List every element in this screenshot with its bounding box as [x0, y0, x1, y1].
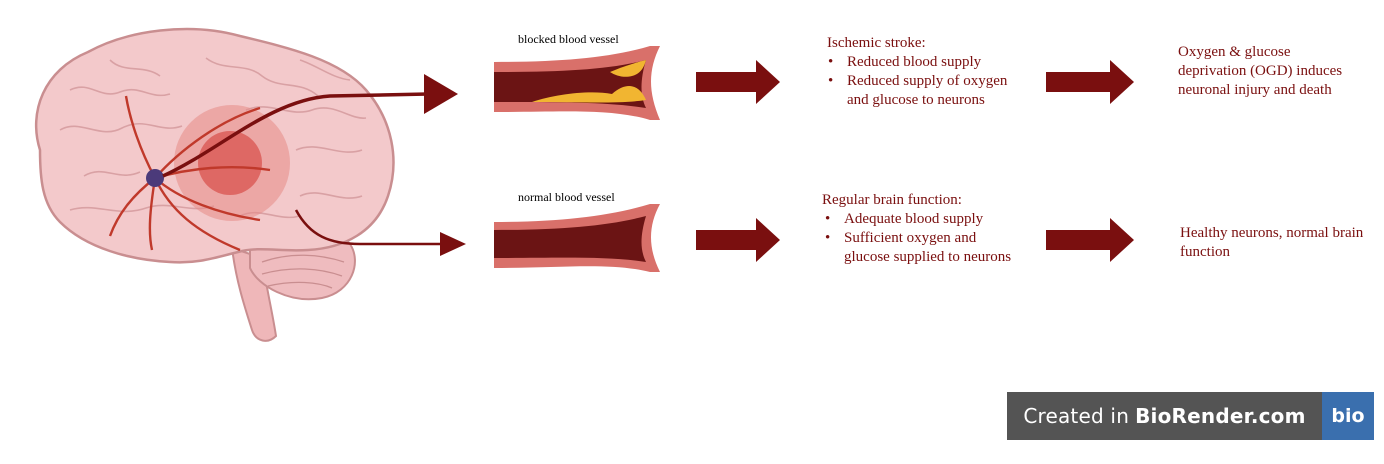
regular-function-list: Adequate blood supply Sufficient oxygen … [822, 210, 1022, 267]
occlusion-point [146, 169, 164, 187]
ogd-outcome: Oxygen & glucose deprivation (OGD) induc… [1178, 44, 1343, 98]
brain-stem [230, 246, 278, 342]
arrow-bottom-1 [696, 218, 780, 262]
list-item: Reduced blood supply [825, 53, 1027, 72]
arrow-top-2 [1046, 60, 1134, 104]
list-item: Adequate blood supply [822, 210, 1022, 229]
ischemic-stroke-list: Reduced blood supply Reduced supply of o… [825, 53, 1027, 110]
connector-arrows [162, 74, 466, 256]
connector-bottom [294, 209, 444, 246]
brain-illustration [35, 27, 395, 342]
plaque-upper [610, 60, 646, 77]
connector-top [162, 92, 429, 178]
watermark-prefix: Created in [1023, 404, 1130, 428]
normal-vessel [494, 204, 660, 272]
list-item: Reduced supply of oxygen and glucose to … [825, 72, 1027, 110]
regular-function-box: Regular brain function: Adequate blood s… [822, 191, 1022, 267]
plaque-lower [532, 86, 646, 103]
blocked-vessel [494, 46, 660, 120]
arrow-bottom-2 [1046, 218, 1134, 262]
ischemic-stroke-title: Ischemic stroke: [827, 35, 926, 51]
healthy-outcome: Healthy neurons, normal brain function [1180, 225, 1364, 260]
ischemic-stroke-box: Ischemic stroke: Reduced blood supply Re… [827, 34, 1027, 110]
biorender-logo-icon: bio [1322, 392, 1374, 440]
watermark-text: Created in BioRender.com [1007, 392, 1322, 440]
blocked-vessel-label: blocked blood vessel [518, 32, 619, 46]
regular-function-title: Regular brain function: [822, 192, 962, 208]
ischemic-core [198, 131, 262, 195]
biorender-watermark: Created in BioRender.com bio [1007, 392, 1374, 440]
normal-vessel-label: normal blood vessel [518, 190, 615, 204]
arrow-top-1 [696, 60, 780, 104]
cerebral-arteries [108, 95, 271, 252]
watermark-brand: BioRender.com [1135, 404, 1306, 428]
connector-top-head [424, 74, 458, 114]
list-item: Sufficient oxygen and glucose supplied t… [822, 229, 1022, 267]
connector-bottom-head [440, 232, 466, 256]
process-arrows [696, 60, 1134, 262]
